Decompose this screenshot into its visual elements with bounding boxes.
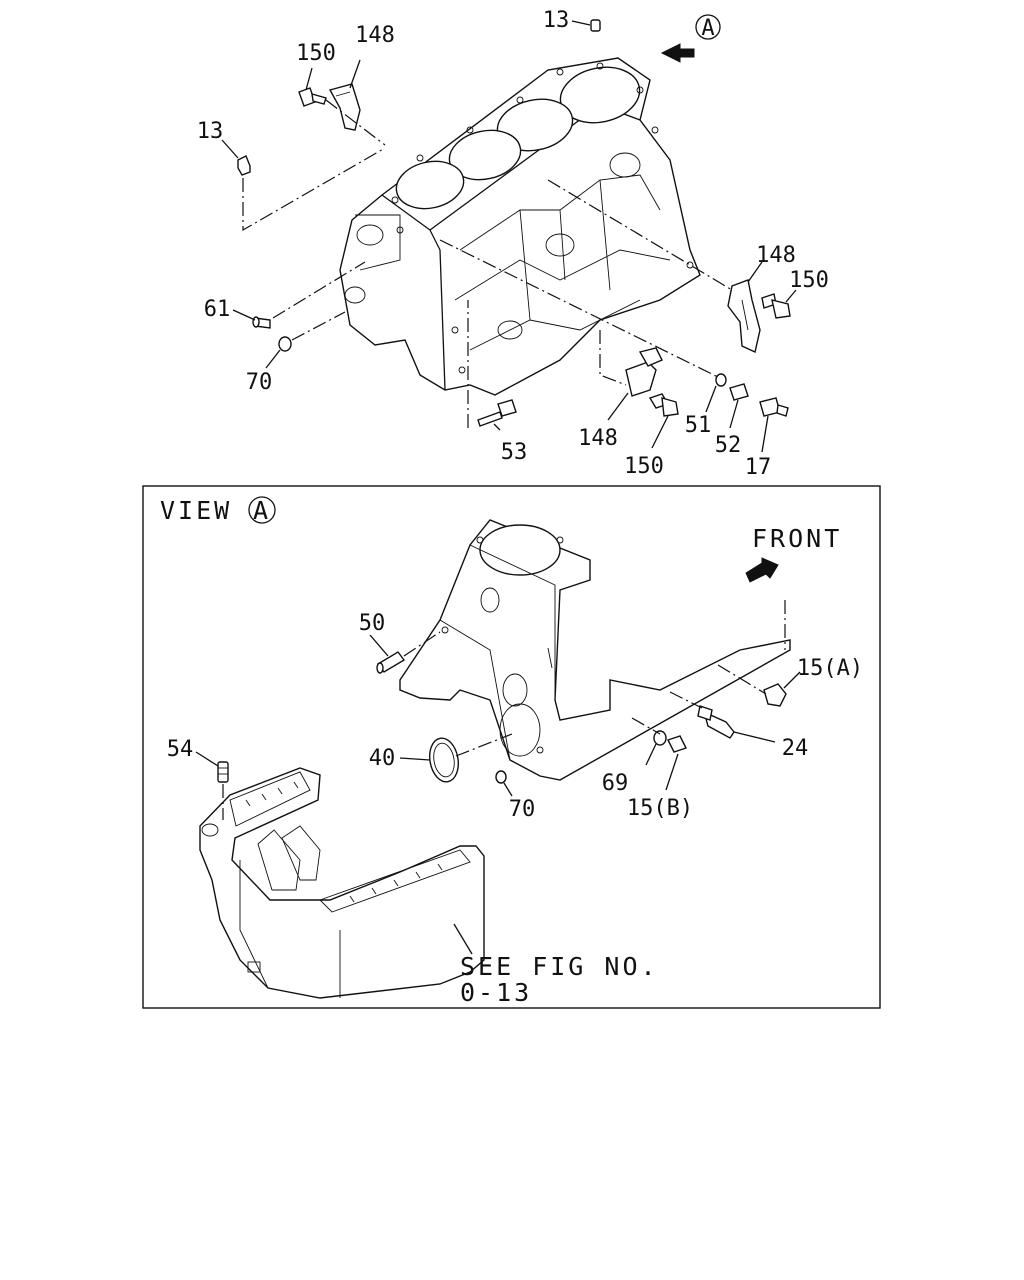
callout-50: 50 [359, 611, 386, 636]
callout-24: 24 [782, 736, 809, 761]
part-54-stud [195, 751, 229, 783]
part-13-top [571, 19, 601, 32]
callout-40: 40 [369, 746, 396, 771]
leader-24 [669, 691, 703, 709]
part-150-top-bolt [298, 67, 327, 107]
callout-17: 17 [745, 455, 772, 480]
callout-15a: 15(A) [797, 656, 863, 681]
callout-52: 52 [715, 433, 742, 458]
oil-pan [199, 767, 485, 999]
callout-150-right: 150 [789, 268, 829, 293]
view-marker-circle [695, 14, 721, 40]
view-a-circle [248, 496, 276, 524]
callout-61: 61 [204, 297, 231, 322]
part-24-stud [697, 705, 776, 743]
part-13-left [221, 139, 251, 176]
block-front-face [399, 519, 791, 781]
part-69-washer [645, 730, 667, 766]
view-a-frame [142, 485, 881, 1009]
part-15a-bolt [763, 671, 801, 707]
view-marker: A [253, 496, 271, 525]
part-148-right-bracket [727, 261, 763, 353]
cylinder-block [339, 57, 701, 396]
part-50-dowel [369, 634, 406, 674]
leader-148-right [547, 179, 733, 291]
leader-15a [717, 664, 767, 695]
see-fig-line2: 0-13 [460, 978, 532, 1007]
part-70-view [495, 770, 513, 797]
callout-54: 54 [167, 737, 194, 762]
leader-50 [403, 631, 441, 657]
callout-13-top: 13 [543, 8, 570, 33]
leader-148-bottom [599, 330, 627, 386]
leader-15b [631, 717, 661, 735]
leader-40 [455, 733, 513, 757]
callout-15b: 15(B) [627, 796, 693, 821]
callout-148-right: 148 [756, 243, 796, 268]
leader-13-left [242, 147, 386, 232]
part-150-right-bolt [761, 289, 797, 319]
part-15b-bolt [665, 735, 687, 791]
callout-view-a-top: A [701, 16, 714, 41]
part-61-pin [232, 309, 271, 329]
part-148-bottom-bracket [607, 347, 663, 421]
callout-148-bottom: 148 [578, 426, 618, 451]
callout-150-top: 150 [296, 41, 336, 66]
callout-53: 53 [501, 440, 528, 465]
part-52-plug [729, 383, 749, 429]
callout-69: 69 [602, 771, 629, 796]
see-fig-line1: SEE FIG NO. [460, 952, 659, 981]
callout-150-bottom: 150 [624, 454, 664, 479]
front-label: FRONT [752, 524, 842, 553]
leader-51-52-17 [439, 239, 721, 379]
part-40-seal [399, 737, 460, 783]
part-17-sensor [759, 397, 789, 453]
arrow-view-a-icon [660, 43, 695, 63]
part-150-bottom-bolt [648, 393, 679, 449]
callout-70-top: 70 [246, 370, 273, 395]
part-53-bolt [477, 399, 517, 431]
callout-70-view: 70 [509, 797, 536, 822]
leader-150-top [325, 99, 386, 146]
callout-13-left: 13 [197, 119, 224, 144]
leader-70-top [291, 311, 346, 341]
view-title: VIEW [160, 496, 232, 525]
callout-51: 51 [685, 413, 712, 438]
front-arrow-icon [745, 557, 779, 583]
leader-61 [272, 261, 366, 319]
part-51-washer [705, 373, 727, 413]
part-70-top [265, 336, 292, 369]
part-148-top-bracket [328, 59, 361, 131]
callout-148-top: 148 [355, 23, 395, 48]
